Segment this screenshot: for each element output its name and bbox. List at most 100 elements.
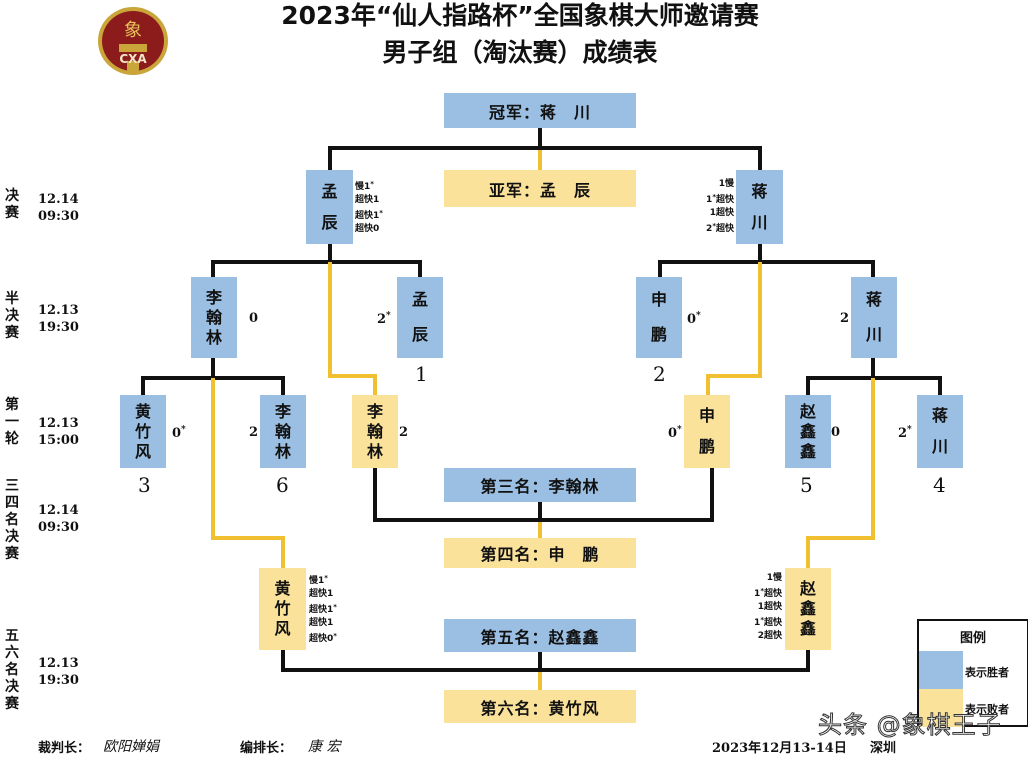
game-result: 慢1* bbox=[355, 180, 374, 192]
svg-text:象: 象 bbox=[124, 20, 142, 41]
player-name-char: 蒋 bbox=[751, 181, 768, 201]
third-bracket bbox=[373, 468, 714, 522]
final-bracket-line bbox=[328, 146, 762, 170]
round1-player: 赵鑫鑫 bbox=[785, 395, 831, 468]
legend-winner-swatch bbox=[919, 651, 963, 689]
player-name-char: 川 bbox=[931, 436, 948, 456]
round1-score: 0* bbox=[172, 425, 186, 441]
fifth-sixth-right-player: 赵鑫鑫 bbox=[785, 568, 831, 650]
player-name-char: 翰 bbox=[274, 421, 291, 441]
stage-label: 三四名决赛 bbox=[5, 478, 19, 562]
semifinal-player: 李翰林 bbox=[191, 277, 237, 358]
player-name-char: 黄 bbox=[274, 579, 291, 598]
round1-seed: 5 bbox=[800, 473, 813, 497]
game-result: 2超快 bbox=[757, 631, 782, 641]
final-right-player: 蒋川 bbox=[736, 170, 783, 244]
right-semi-bracket bbox=[658, 260, 875, 277]
champion-box: 冠军：蒋 川 bbox=[444, 93, 636, 128]
player-name-char: 鹏 bbox=[650, 324, 667, 344]
player-name-char: 鑫 bbox=[799, 619, 816, 638]
loser-path-menchen bbox=[328, 262, 377, 395]
round1-player: 李翰林 bbox=[352, 395, 398, 468]
player-name-char: 风 bbox=[134, 441, 151, 461]
round1-player: 李翰林 bbox=[260, 395, 306, 468]
loser-path-huang bbox=[211, 378, 285, 568]
player-name-char: 风 bbox=[274, 619, 291, 638]
round1-player: 黄竹风 bbox=[120, 395, 166, 468]
player-name-char: 赵 bbox=[799, 579, 816, 598]
semifinal-seed: 2 bbox=[653, 362, 666, 386]
fifth-place-box: 第五名：赵鑫鑫 bbox=[444, 619, 636, 652]
player-name-char: 蒋 bbox=[931, 406, 948, 426]
player-name-char: 辰 bbox=[411, 324, 428, 344]
player-name-char: 蒋 bbox=[865, 290, 882, 310]
round1-score: 0 bbox=[831, 425, 841, 440]
game-result: 超快0 bbox=[355, 224, 380, 234]
game-result: 1慢 bbox=[718, 179, 734, 189]
player-name-char: 黄 bbox=[134, 401, 151, 421]
stage-label: 第一轮 bbox=[5, 397, 19, 447]
watermark: 头条 @象棋王子 bbox=[818, 711, 1002, 740]
round1-score: 2 bbox=[399, 425, 409, 440]
legend-winner-label: 表示胜者 bbox=[965, 666, 1009, 679]
player-name-char: 鑫 bbox=[799, 441, 816, 461]
game-result: 慢1* bbox=[309, 574, 328, 586]
semifinal-player: 蒋川 bbox=[851, 277, 897, 358]
stage-label: 五六名决赛 bbox=[5, 628, 19, 712]
round1-score: 0* bbox=[668, 425, 682, 441]
cxa-logo: 象 CXA bbox=[97, 6, 169, 76]
player-name-char: 孟 bbox=[321, 181, 338, 201]
stage-date: 12.14 bbox=[38, 192, 79, 207]
arbiter-name: 康 宏 bbox=[308, 739, 341, 755]
loser-path-zhao bbox=[806, 378, 875, 568]
arbiter-label: 编排长： bbox=[240, 741, 293, 756]
final-left-player: 孟辰 bbox=[306, 170, 353, 244]
legend-title: 图例 bbox=[959, 631, 986, 646]
player-name-char: 李 bbox=[366, 401, 383, 421]
player-name-char: 赵 bbox=[799, 401, 816, 421]
runner-up-box: 亚军：孟 辰 bbox=[444, 170, 636, 207]
game-result: 超快1 bbox=[309, 589, 334, 599]
player-name-char: 鹏 bbox=[698, 436, 715, 456]
round1-seed: 6 bbox=[276, 473, 289, 497]
round1-seed: 4 bbox=[933, 473, 946, 497]
chief-referee-label: 裁判长： bbox=[38, 741, 91, 756]
player-name-char: 林 bbox=[205, 327, 222, 347]
player-name-char: 鑫 bbox=[799, 421, 816, 441]
game-result: 2*超快 bbox=[706, 222, 734, 234]
stage-date: 12.13 bbox=[38, 303, 79, 318]
game-result: 超快1* bbox=[355, 209, 383, 221]
stage-date: 12.13 bbox=[38, 416, 79, 431]
player-name-char: 林 bbox=[274, 441, 291, 461]
game-result: 超快1* bbox=[309, 603, 337, 615]
svg-text:CXA: CXA bbox=[119, 52, 147, 66]
loser-path-shenpeng bbox=[706, 262, 762, 395]
player-name-char: 李 bbox=[274, 401, 291, 421]
player-name-char: 川 bbox=[751, 212, 768, 232]
player-name-char: 申 bbox=[650, 290, 667, 310]
player-name-char: 孟 bbox=[411, 290, 428, 310]
player-name-char: 鑫 bbox=[799, 599, 816, 618]
player-name-char: 申 bbox=[698, 406, 715, 426]
player-name-char: 辰 bbox=[321, 212, 338, 232]
fourth-place-box: 第四名：申 鹏 bbox=[444, 538, 636, 568]
player-name-char: 竹 bbox=[274, 599, 291, 618]
game-result: 1*超快 bbox=[754, 616, 782, 628]
player-name-char: 林 bbox=[366, 441, 383, 461]
player-name-char: 翰 bbox=[366, 421, 383, 441]
semifinal-player: 孟辰 bbox=[397, 277, 443, 358]
left-semi-bracket bbox=[211, 260, 422, 277]
round1-score: 2* bbox=[898, 425, 912, 441]
stage-date: 12.13 bbox=[38, 656, 79, 671]
round1-score: 2 bbox=[249, 425, 259, 440]
player-name-char: 川 bbox=[865, 324, 882, 344]
round1-seed: 3 bbox=[138, 473, 151, 497]
semifinal-player: 申鹏 bbox=[636, 277, 682, 358]
player-name-char: 李 bbox=[205, 287, 222, 307]
page-title: 2023年“仙人指路杯”全国象棋大师邀请赛 bbox=[281, 1, 759, 30]
